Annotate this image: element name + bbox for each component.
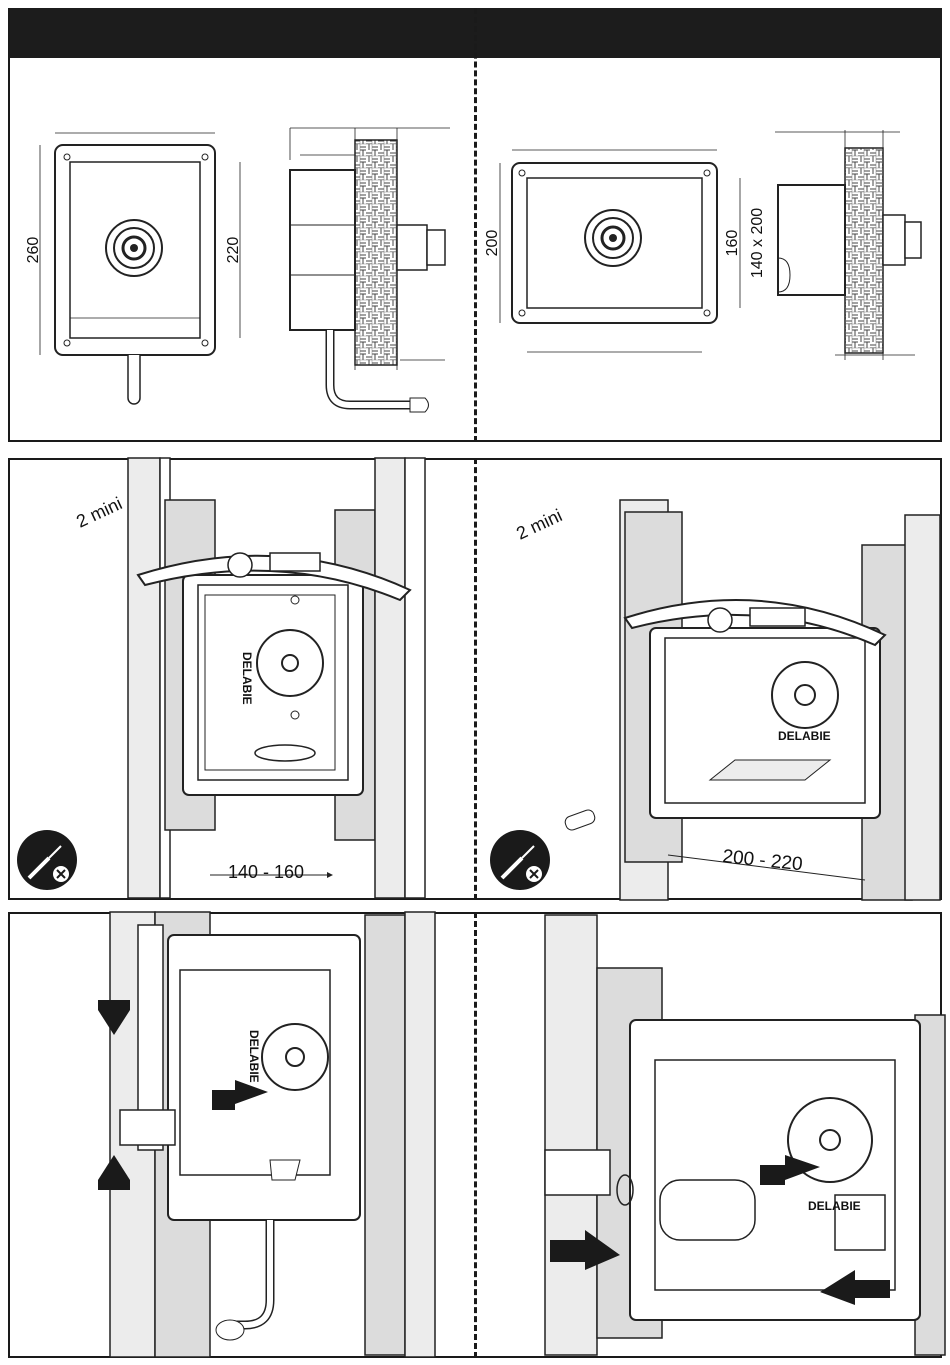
brand-label-bottom-left: DELABIE bbox=[247, 1030, 261, 1083]
brand-label-bottom-right: DELABIE bbox=[808, 1199, 861, 1213]
assembly-left bbox=[110, 912, 435, 1357]
